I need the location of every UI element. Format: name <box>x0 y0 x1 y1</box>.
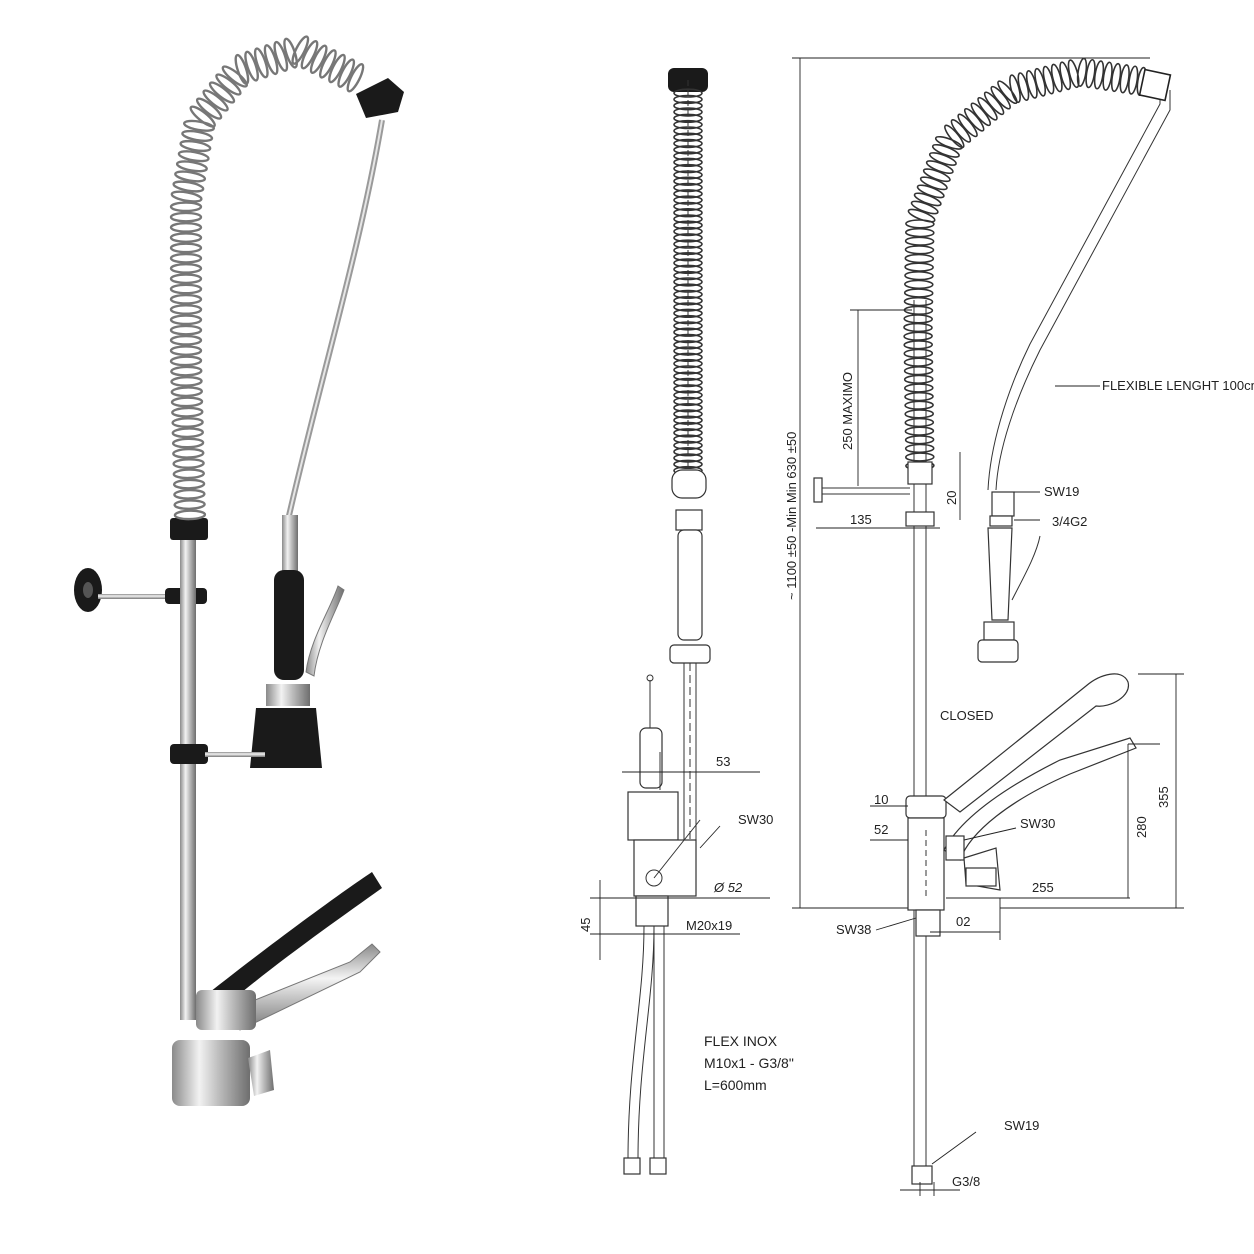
label-d52-right: 52 <box>874 822 888 837</box>
label-d45: 45 <box>578 918 593 932</box>
label-flexible-length: FLEXIBLE LENGHT 100cm <box>1102 378 1254 393</box>
label-g38: G3/8 <box>952 1174 980 1189</box>
label-m20x19: M20x19 <box>686 918 732 933</box>
spray-valve <box>250 515 345 768</box>
label-sw30-right: SW30 <box>1020 816 1055 831</box>
label-flex-inox: FLEX INOX <box>704 1033 778 1049</box>
side-view-drawing: 53 SW30 Ø 52 45 M20x19 FLEX INOX M10x1 -… <box>578 68 794 1175</box>
label-phi52: Ø 52 <box>713 880 743 895</box>
front-view-drawing: ~ 1100 ±50 -Min Min 630 ±50 FLEXIBLE LEN… <box>784 57 1254 1196</box>
label-max-travel: 250 MAXIMO <box>840 372 855 450</box>
label-overall-height: ~ 1100 ±50 -Min Min 630 ±50 <box>784 432 799 600</box>
label-sw19-top: SW19 <box>1044 484 1079 499</box>
label-flex-length: L=600mm <box>704 1077 767 1093</box>
label-d135: 135 <box>850 512 872 527</box>
label-closed: CLOSED <box>940 708 993 723</box>
mixer-tap <box>172 872 382 1106</box>
riser-column <box>180 520 196 1020</box>
label-d02: 02 <box>956 914 970 929</box>
label-flex-thread: M10x1 - G3/8" <box>704 1055 794 1071</box>
label-sw38: SW38 <box>836 922 871 937</box>
label-d20: 20 <box>944 491 959 505</box>
label-d10: 10 <box>874 792 888 807</box>
label-sw19-bottom: SW19 <box>1004 1118 1039 1133</box>
label-d355: 355 <box>1156 786 1171 808</box>
product-render <box>74 35 404 1106</box>
label-d280: 280 <box>1134 816 1149 838</box>
label-thread-34: 3/4G2 <box>1052 514 1087 529</box>
label-d255: 255 <box>1032 880 1054 895</box>
label-sw30-mid: SW30 <box>738 812 773 827</box>
spring-coil <box>169 35 365 521</box>
label-d53: 53 <box>716 754 730 769</box>
